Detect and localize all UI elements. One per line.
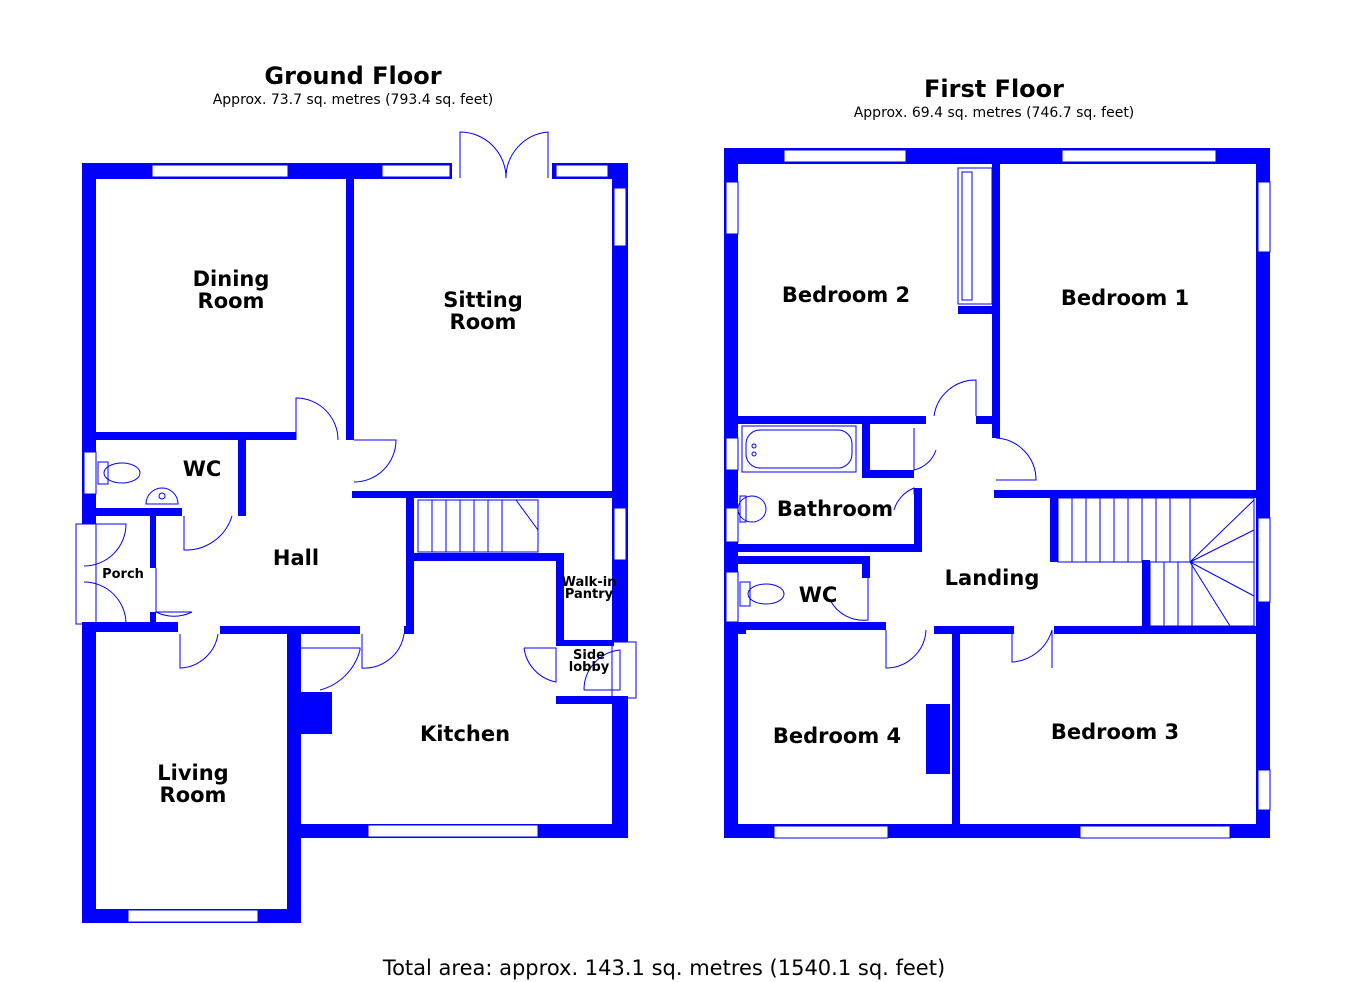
room-bedroom1-label: Bedroom 1 [1061,286,1189,310]
room-sitting-label-2: Room [450,310,517,334]
room-side-lobby-label-2: lobby [569,660,610,675]
room-living-label-1: Living [157,761,228,785]
first-floor-plan: First Floor Approx. 69.4 sq. metres (746… [724,75,1271,839]
room-walkin-pantry-label-1: Walk-in [562,575,617,590]
first-floor-title: First Floor [924,75,1064,103]
room-wc-ground-label: WC [183,457,222,481]
room-bedroom3-label: Bedroom 3 [1051,720,1179,744]
room-living-label-2: Room [160,783,227,807]
ground-floor-plan: Ground Floor Approx. 73.7 sq. metres (79… [75,62,637,923]
first-floor-area: Approx. 69.4 sq. metres (746.7 sq. feet) [854,105,1135,121]
room-bedroom2-label: Bedroom 2 [782,283,910,307]
ground-floor-area: Approx. 73.7 sq. metres (793.4 sq. feet) [213,92,494,108]
total-area: Total area: approx. 143.1 sq. metres (15… [382,956,945,980]
room-kitchen-label: Kitchen [420,722,510,746]
room-bathroom-label: Bathroom [777,497,893,521]
room-dining-label-2: Room [198,289,265,313]
room-wc-first-label: WC [799,583,838,607]
room-landing-label: Landing [945,566,1040,590]
room-dining-label-1: Dining [193,267,270,291]
room-sitting-label-1: Sitting [443,288,523,312]
room-walkin-pantry-label-2: Pantry [565,587,614,602]
room-hall-label: Hall [273,546,319,570]
room-side-lobby-label-1: Side [573,648,605,663]
room-bedroom4-label: Bedroom 4 [773,724,901,748]
room-porch-label: Porch [102,567,144,582]
ground-floor-title: Ground Floor [264,62,441,90]
